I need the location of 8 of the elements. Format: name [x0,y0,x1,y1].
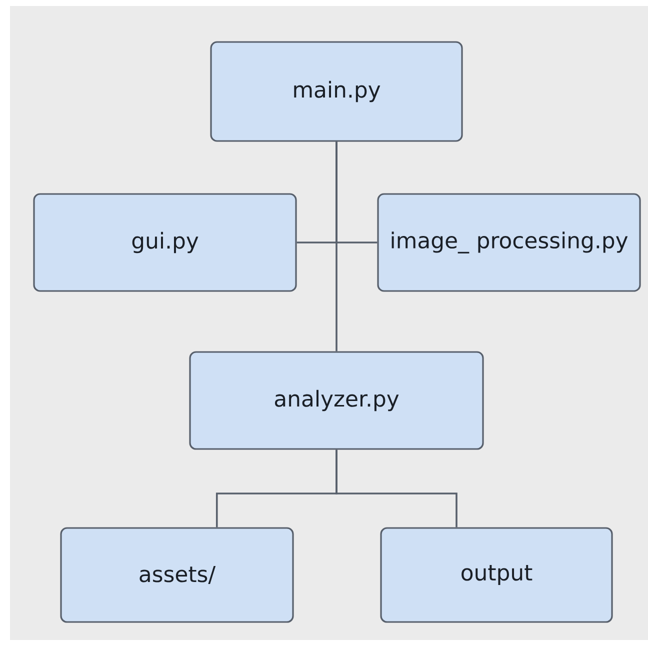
file-box: main.py [210,41,463,142]
file-box: output [380,527,613,623]
connector-line [336,142,338,352]
file-box: assets/ [60,527,294,623]
file-box: image_ processing.py [377,193,641,292]
file-box: gui.py [33,193,297,292]
file-box: analyzer.py [189,351,484,450]
connector-line [336,450,458,528]
